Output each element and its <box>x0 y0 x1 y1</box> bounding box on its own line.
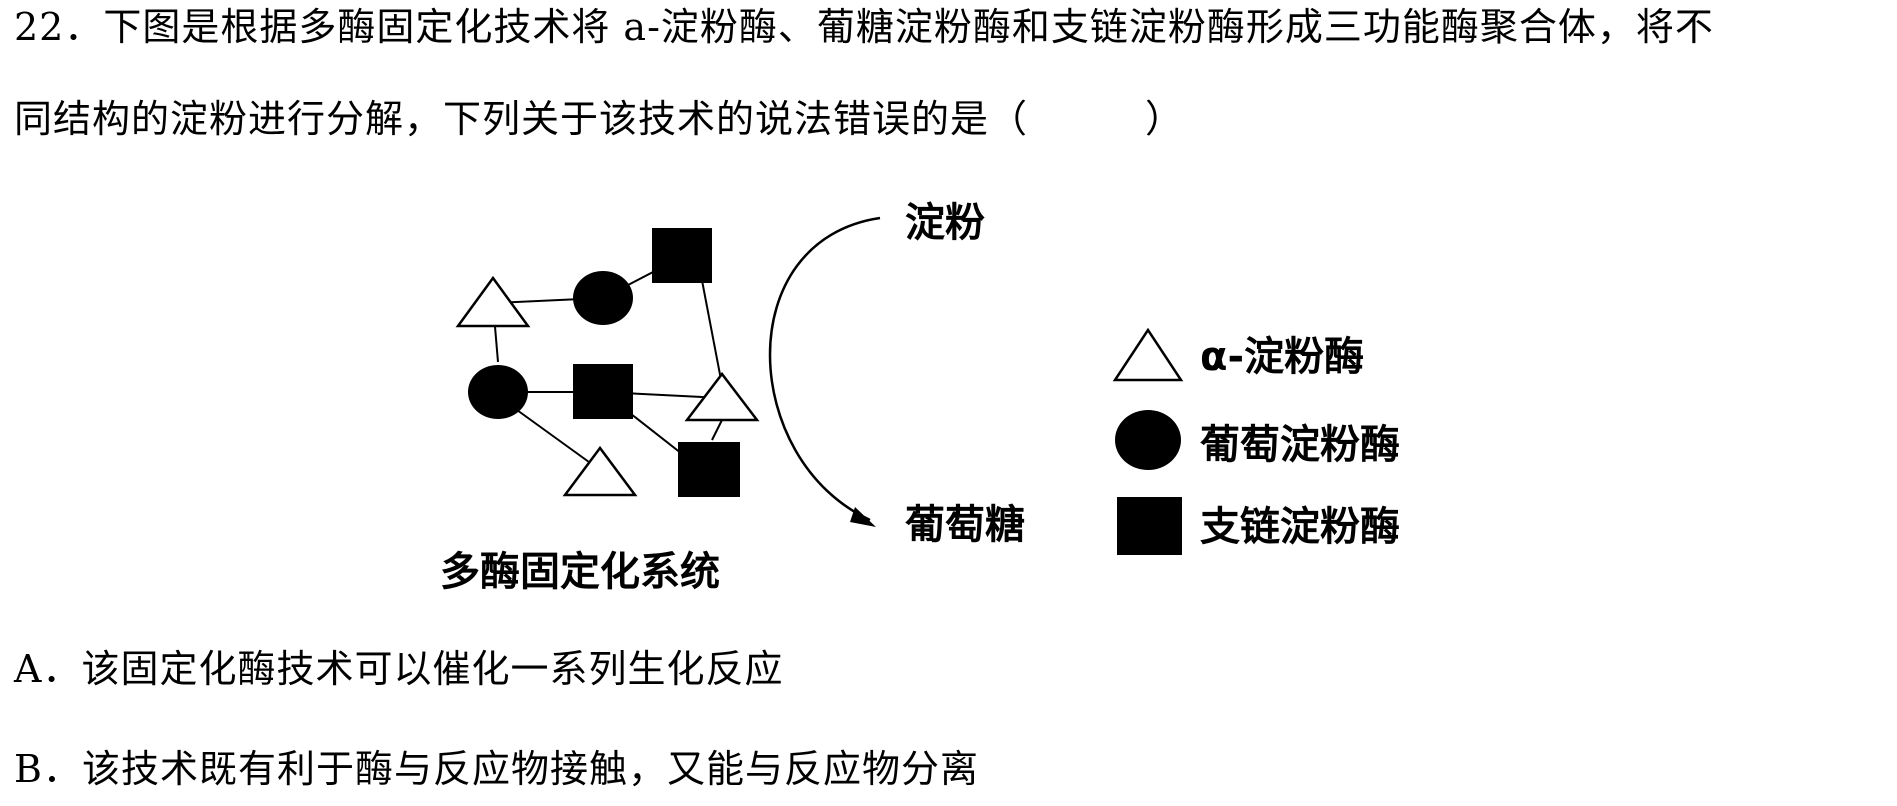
option-a: A．该固定化酶技术可以催化一系列生化反应 <box>14 650 783 688</box>
substrate-label: 淀粉 <box>905 200 985 246</box>
legend-circle-icon <box>1115 410 1181 470</box>
option-b-letter: B． <box>14 747 82 791</box>
question-line-1: 22．下图是根据多酶固定化技术将 a-淀粉酶、葡糖淀粉酶和支链淀粉酶形成三功能酶… <box>14 5 1714 49</box>
legend-square-icon <box>1117 497 1182 555</box>
glucoamylase-node <box>573 271 633 325</box>
question-line-2: 同结构的淀粉进行分解，下列关于该技术的说法错误的是（ ） <box>14 97 1185 141</box>
network-link <box>699 269 723 386</box>
pullulanase-node <box>678 442 740 497</box>
pullulanase-node <box>652 228 712 283</box>
arrow-head-icon <box>850 507 876 527</box>
alpha-amylase-node <box>455 275 531 328</box>
alpha-amylase-node <box>684 371 760 422</box>
pullulanase-node <box>573 364 633 419</box>
legend-label-pullulanase: 支链淀粉酶 <box>1200 504 1400 550</box>
network-link <box>711 419 723 441</box>
product-label: 葡萄糖 <box>905 502 1025 548</box>
system-label: 多酶固定化系统 <box>440 549 720 595</box>
option-a-text: 该固定化酶技术可以催化一系列生化反应 <box>81 647 784 691</box>
option-a-letter: A． <box>14 647 82 691</box>
network-link <box>516 409 601 471</box>
conversion-arrow <box>768 216 881 522</box>
legend-triangle-icon <box>1112 327 1184 382</box>
legend-label-glucoamylase: 葡萄淀粉酶 <box>1200 422 1400 468</box>
legend-label-alpha-amylase: α-淀粉酶 <box>1200 334 1364 380</box>
option-b: B．该技术既有利于酶与反应物接触，又能与反应物分离 <box>14 750 979 788</box>
glucoamylase-node <box>468 365 528 419</box>
alpha-amylase-node <box>562 445 638 497</box>
option-b-text: 该技术既有利于酶与反应物接触，又能与反应物分离 <box>81 747 979 791</box>
